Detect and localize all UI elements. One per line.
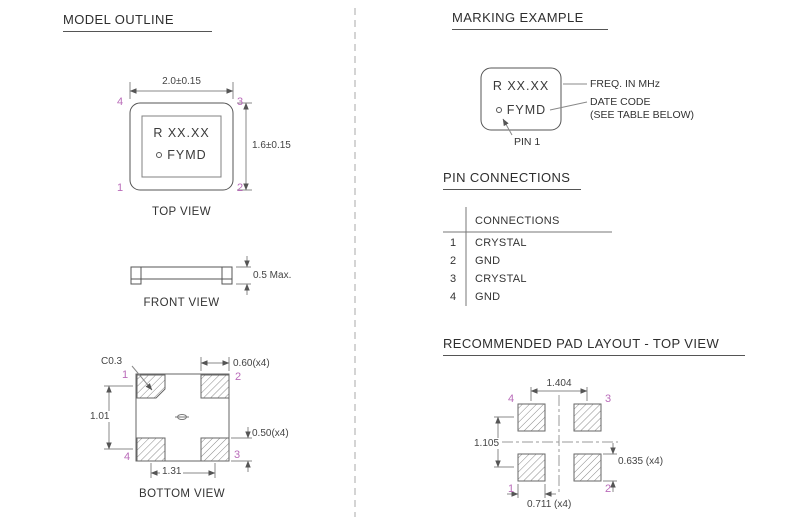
- front-view-height-dimension: 0.5 Max.: [253, 270, 292, 281]
- top-view-pin-2-label: 2: [237, 182, 244, 194]
- pad-layout-center-y-dimension: 1.105: [472, 438, 502, 449]
- top-view-marking-line2: FYMD: [167, 148, 207, 162]
- top-view-dimension-lines: [129, 82, 252, 191]
- top-view-marking-line1: R XX.XX: [153, 126, 210, 140]
- section-title-pad-layout: RECOMMENDED PAD LAYOUT - TOP VIEW: [443, 336, 745, 356]
- pin-connections-row-2-number: 2: [450, 255, 457, 267]
- pad-layout-pin-4-label: 4: [508, 393, 515, 405]
- bottom-view-outline: [135, 373, 230, 462]
- bottom-view-pads: [136, 374, 230, 462]
- top-view-pin-1-label: 1: [117, 182, 124, 194]
- bottom-view-pad-width-dimension: 0.60(x4): [233, 358, 270, 369]
- bottom-view-pad-3: [200, 437, 230, 462]
- bottom-view-pad-1-chamfered: [136, 374, 166, 399]
- pad-layout-dimension-lines: [494, 387, 617, 498]
- pad-layout-pin-2-label: 2: [605, 483, 612, 495]
- section-title-marking-example: MARKING EXAMPLE: [452, 10, 608, 30]
- pin-connections-row-2-value: GND: [475, 255, 501, 267]
- bottom-view-pin-3-label: 3: [234, 449, 241, 461]
- section-title-pin-connections: PIN CONNECTIONS: [443, 170, 581, 190]
- front-view-dimension-lines: [236, 256, 251, 295]
- callout-freq-in-mhz: FREQ. IN MHz: [590, 78, 660, 90]
- bottom-view-horizontal-dimension: 1.31: [160, 466, 184, 477]
- pad-layout-pad-3: [573, 403, 602, 432]
- front-view-outline: [130, 266, 233, 285]
- pin1-dot-icon: [156, 152, 163, 158]
- callout-date-code: DATE CODE: [590, 96, 651, 108]
- pin-connections-column-header: CONNECTIONS: [475, 215, 560, 227]
- pad-layout-pads: [517, 403, 602, 482]
- top-view-caption: TOP VIEW: [151, 206, 211, 218]
- pad-layout-pad-1: [517, 453, 546, 482]
- pin1-dot-icon: [495, 107, 502, 113]
- bottom-view-pad-height-dimension: 0.50(x4): [252, 428, 289, 439]
- marking-example-line1: R XX.XX: [492, 79, 550, 93]
- crystal-symbol-icon: [175, 414, 189, 420]
- pad-layout-centerlines: [502, 395, 618, 494]
- pin-connections-row-3-value: CRYSTAL: [475, 273, 527, 285]
- pad-layout-pad-width-dimension: 0.711 (x4): [527, 499, 572, 510]
- bottom-view-vertical-dimension: 1.01: [88, 411, 112, 422]
- top-view-pin-4-label: 4: [117, 96, 124, 108]
- bottom-view-chamfer-dimension: C0.3: [101, 356, 123, 367]
- front-view-caption: FRONT VIEW: [143, 297, 220, 309]
- section-title-model-outline: MODEL OUTLINE: [63, 12, 212, 32]
- marking-example-outline: [480, 67, 562, 131]
- top-view-pin-3-label: 3: [237, 96, 244, 108]
- callout-pin-1: PIN 1: [514, 136, 541, 148]
- pin-connections-row-1-value: CRYSTAL: [475, 237, 527, 249]
- top-view-marking-row2: FYMD: [131, 148, 232, 162]
- pin-connections-row-3-number: 3: [450, 273, 457, 285]
- pad-layout-pad-2: [573, 453, 602, 482]
- callout-see-table-below: (SEE TABLE BELOW): [590, 109, 695, 121]
- pad-layout-pad-height-dimension: 0.635 (x4): [618, 456, 664, 467]
- pad-layout-pin-1-label: 1: [508, 483, 515, 495]
- pin-connections-row-4-value: GND: [475, 291, 501, 303]
- bottom-view-pad-4: [136, 437, 166, 462]
- pad-layout-pin-3-label: 3: [605, 393, 612, 405]
- pin-connections-table-rules: [443, 207, 612, 306]
- bottom-view-caption: BOTTOM VIEW: [139, 488, 225, 500]
- bottom-view-pin-2-label: 2: [235, 371, 242, 383]
- top-view-height-dimension: 1.6±0.15: [252, 140, 291, 151]
- marking-example-leader-lines: [502, 83, 588, 136]
- pin-connections-row-4-number: 4: [450, 291, 457, 303]
- bottom-view-pin-1-label: 1: [122, 369, 129, 381]
- pad-layout-pad-4: [517, 403, 546, 432]
- pin-connections-row-1-number: 1: [450, 237, 457, 249]
- pad-layout-center-x-dimension: 1.404: [546, 378, 572, 389]
- bottom-view-dimension-lines: [104, 357, 252, 478]
- bottom-view-pad-2: [200, 374, 230, 399]
- top-view-outline: [129, 102, 234, 191]
- bottom-view-pin-4-label: 4: [124, 451, 131, 463]
- marking-example-line2: FYMD: [506, 103, 547, 117]
- marking-example-row2: FYMD: [481, 103, 561, 117]
- top-view-width-dimension: 2.0±0.15: [162, 76, 201, 87]
